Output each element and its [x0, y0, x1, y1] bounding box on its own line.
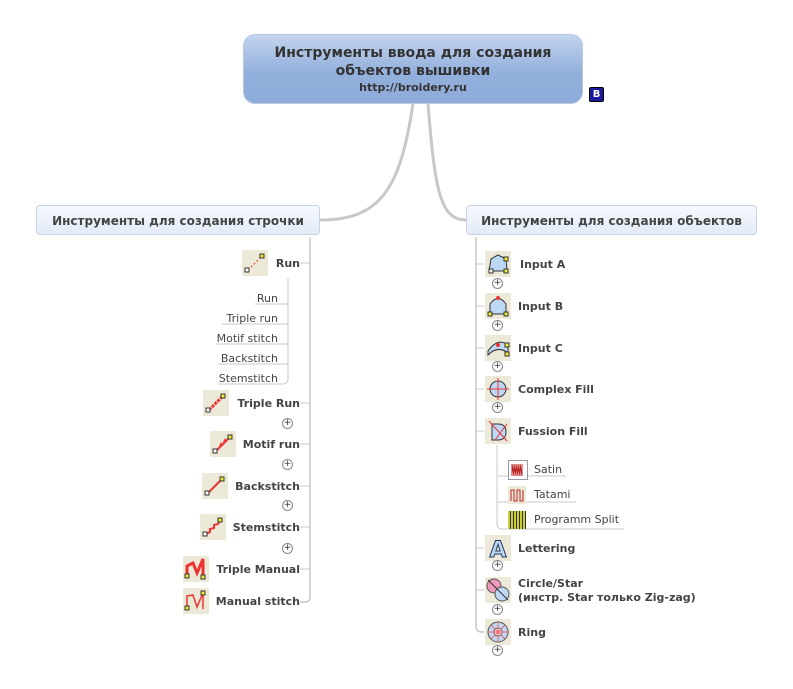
stemstitch-icon — [200, 514, 226, 540]
sub-backstitch[interactable]: Backstitch — [220, 352, 278, 365]
item-input-b[interactable]: Input B — [518, 300, 564, 313]
sub-triple-run[interactable]: Triple run — [226, 312, 278, 325]
item-motif-run[interactable]: Motif run — [242, 438, 300, 451]
triple-run-icon — [203, 390, 229, 416]
branch-stitch-tools[interactable]: Инструменты для создания строчки — [36, 205, 320, 235]
sub-stemstitch[interactable]: Stemstitch — [218, 372, 278, 385]
complex-fill-icon — [485, 376, 511, 402]
manual-stitch-icon — [183, 588, 209, 614]
sub-motif-stitch[interactable]: Motif stitch — [216, 332, 278, 345]
item-circle-star[interactable]: Circle/Star — [518, 577, 584, 590]
fussion-fill-icon — [485, 418, 511, 444]
item-run[interactable]: Run — [275, 257, 300, 270]
triple-manual-icon — [183, 556, 209, 582]
satin-icon — [508, 460, 528, 480]
expand-icon[interactable]: + — [492, 645, 503, 656]
item-lettering[interactable]: Lettering — [518, 542, 576, 555]
expand-icon[interactable]: + — [492, 604, 503, 615]
sub-programm-split[interactable]: Programm Split — [534, 513, 620, 526]
sub-tatami[interactable]: Tatami — [534, 488, 571, 501]
item-fussion-fill[interactable]: Fussion Fill — [518, 425, 588, 438]
item-stemstitch[interactable]: Stemstitch — [232, 521, 300, 534]
ring-icon — [485, 619, 511, 645]
item-triple-manual[interactable]: Triple Manual — [216, 563, 300, 576]
svg-text:A: A — [489, 538, 506, 561]
tatami-icon — [508, 486, 526, 504]
input-c-icon — [485, 335, 511, 361]
input-b-icon — [485, 293, 511, 319]
circle-star-note: (инстр. Star только Zig-zag) — [518, 591, 696, 604]
lettering-icon: A — [485, 535, 511, 564]
expand-icon[interactable]: + — [282, 543, 293, 554]
item-ring[interactable]: Ring — [518, 626, 546, 639]
item-complex-fill[interactable]: Complex Fill — [518, 383, 594, 396]
bookmark-badge-icon[interactable]: B — [589, 87, 604, 102]
expand-icon[interactable]: + — [492, 560, 503, 571]
expand-icon[interactable]: + — [492, 320, 503, 331]
item-input-c[interactable]: Input C — [518, 342, 563, 355]
expand-icon[interactable]: + — [282, 418, 293, 429]
run-icon — [242, 250, 268, 276]
expand-icon[interactable]: + — [492, 361, 503, 372]
backstitch-icon — [202, 473, 228, 499]
circle-star-icon — [485, 577, 511, 603]
root-node[interactable]: Инструменты ввода для создания объектов … — [243, 34, 583, 104]
root-title: Инструменты ввода для создания объектов … — [274, 45, 552, 79]
item-manual-stitch[interactable]: Manual stitch — [215, 595, 300, 608]
expand-icon[interactable]: + — [282, 459, 293, 470]
programm-split-icon — [508, 511, 526, 529]
expand-icon[interactable]: + — [282, 500, 293, 511]
expand-icon[interactable]: + — [492, 402, 503, 413]
sub-run[interactable]: Run — [256, 292, 278, 305]
input-a-icon — [485, 251, 511, 277]
motif-run-icon — [210, 431, 236, 457]
sub-satin[interactable]: Satin — [534, 463, 563, 476]
item-input-a[interactable]: Input A — [520, 258, 566, 271]
expand-icon[interactable]: + — [492, 278, 503, 289]
branch-object-tools[interactable]: Инструменты для создания объектов — [466, 205, 757, 235]
item-backstitch[interactable]: Backstitch — [235, 480, 300, 493]
item-triple-run[interactable]: Triple Run — [237, 397, 300, 410]
root-url[interactable]: http://broidery.ru — [359, 81, 467, 94]
